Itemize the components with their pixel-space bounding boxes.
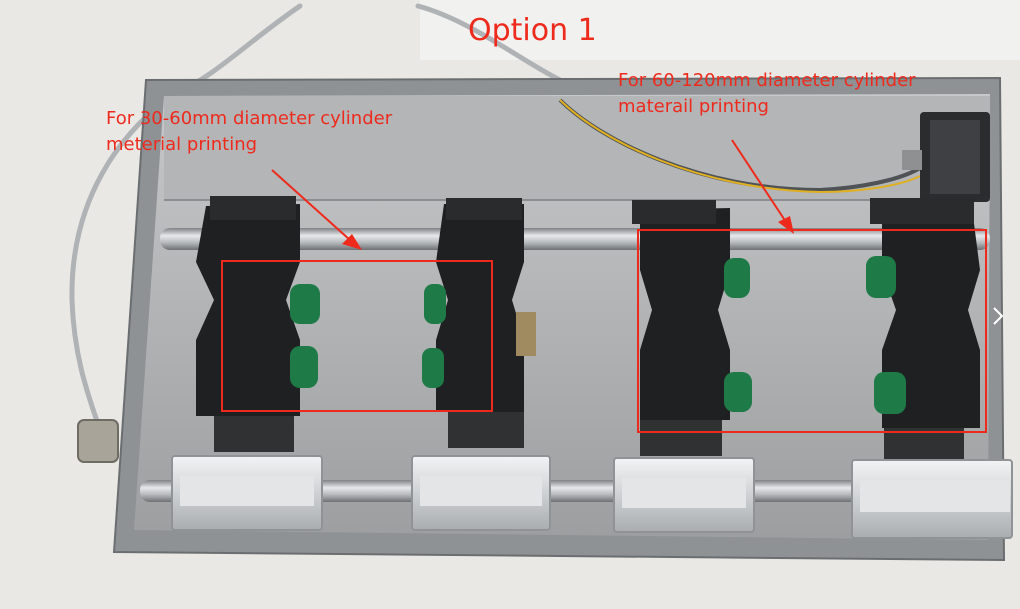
wall-background <box>420 0 1020 60</box>
slide-block-4 <box>851 459 1013 539</box>
highlight-box-large <box>637 229 987 433</box>
arrow-right <box>731 139 794 234</box>
chevron-right-icon <box>993 307 1004 325</box>
annotation-large-diameter: For 60-120mm diameter cylinder materail … <box>618 68 916 120</box>
highlight-box-small <box>221 260 493 412</box>
annotation-small-diameter: For 30-60mm diameter cylinder meterial p… <box>106 106 392 158</box>
annotation-small-line2: meterial printing <box>106 134 258 155</box>
slide-block-3 <box>613 457 755 533</box>
slide-block-2 <box>411 455 551 531</box>
annotation-large-line2: materail printing <box>618 96 769 117</box>
roller-holder-2 <box>422 198 536 448</box>
connector-plug <box>77 419 119 463</box>
roller-holder-3 <box>632 200 752 456</box>
option-title: Option 1 <box>468 13 597 48</box>
annotation-large-line1: For 60-120mm diameter cylinder <box>618 70 916 91</box>
annotation-small-line1: For 30-60mm diameter cylinder <box>106 108 393 129</box>
lower-guide-rod <box>140 480 990 502</box>
grey-cable <box>69 3 563 433</box>
upper-guide-rod <box>160 228 990 250</box>
arrow-left <box>271 169 362 250</box>
roller-holder-4 <box>866 198 980 462</box>
slide-block-1 <box>171 455 323 531</box>
